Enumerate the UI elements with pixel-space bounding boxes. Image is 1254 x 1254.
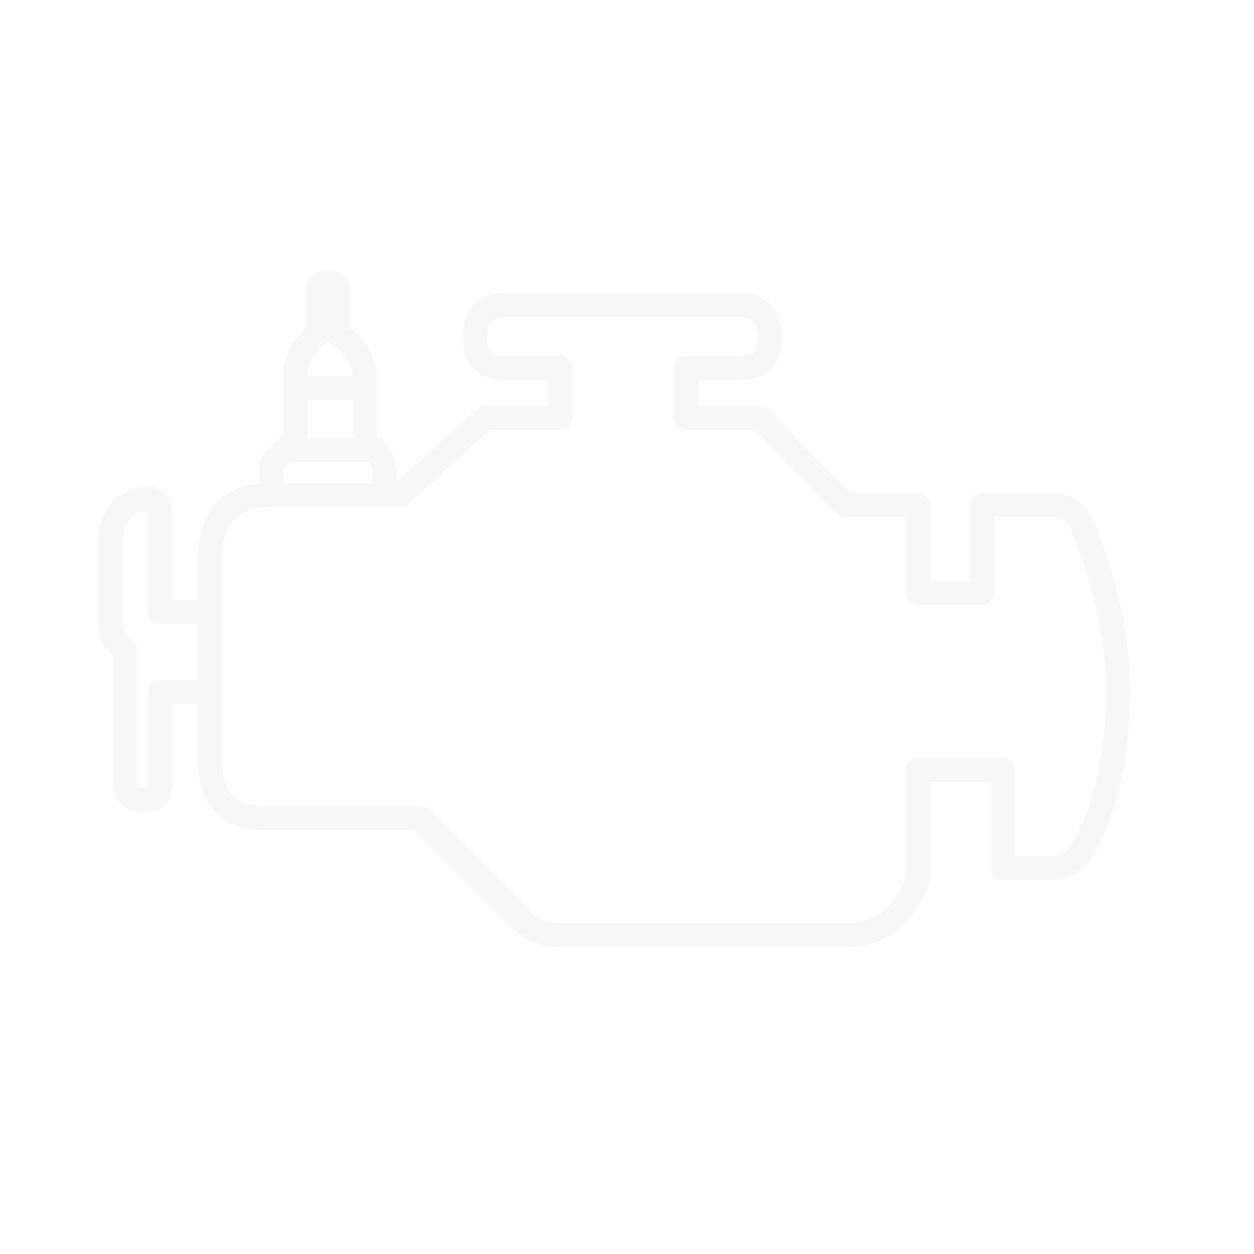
left-connector-outline xyxy=(98,486,222,812)
engine-outline xyxy=(98,271,1130,947)
engine-block-outline xyxy=(198,293,1130,947)
